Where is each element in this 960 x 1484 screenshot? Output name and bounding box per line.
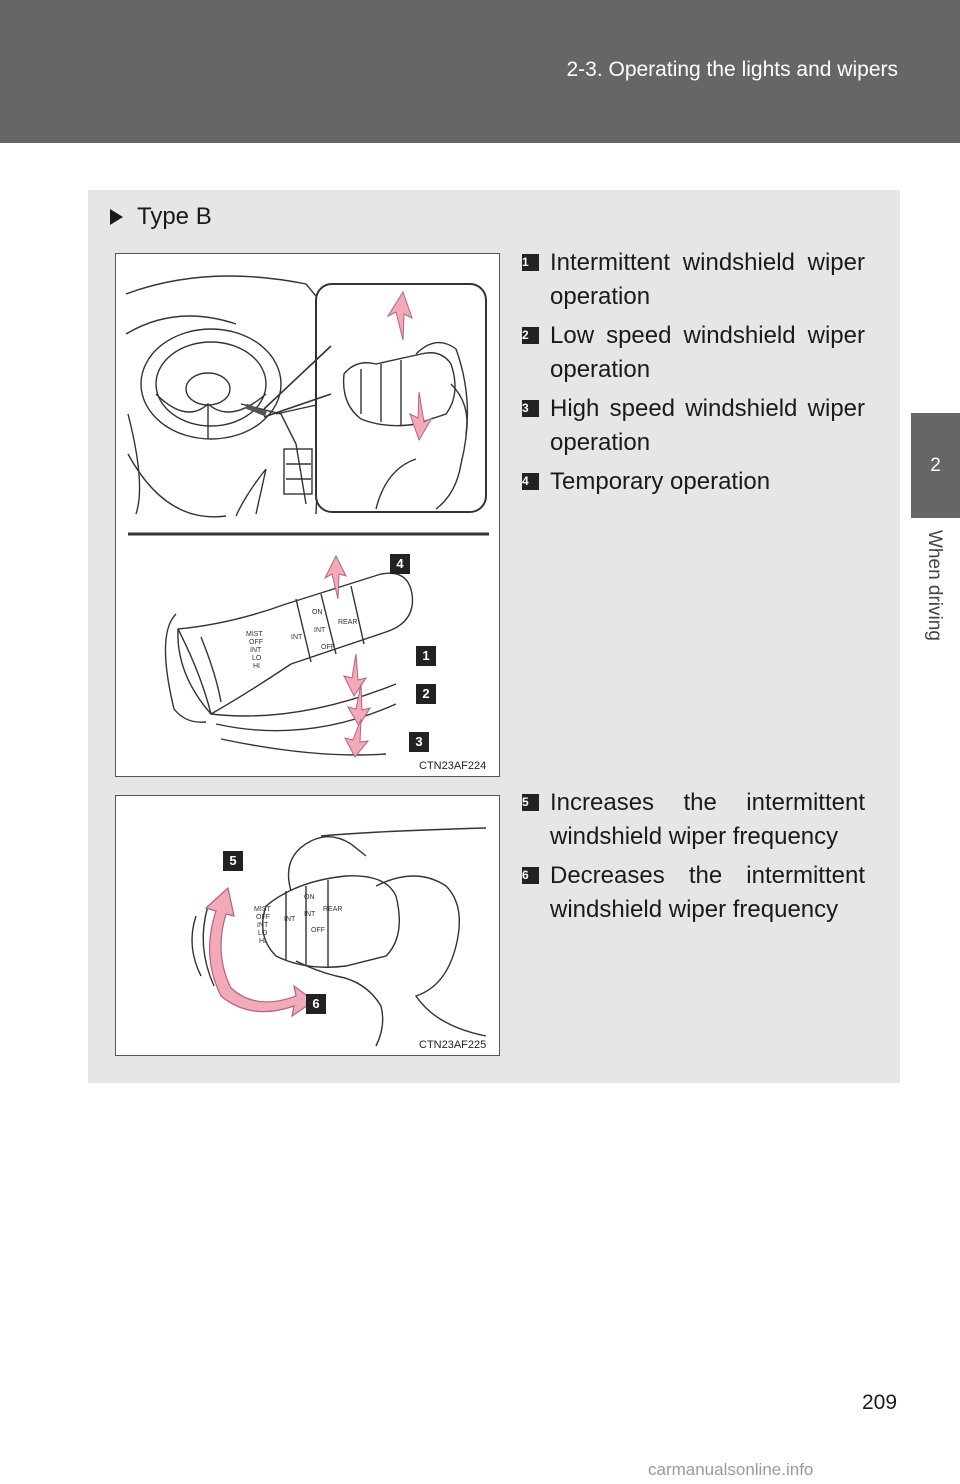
- svg-text:ON: ON: [304, 894, 315, 901]
- item-number: 4: [522, 473, 539, 490]
- type-heading: Type B: [110, 203, 212, 231]
- watermark: carmanualsonline.info: [648, 1460, 814, 1479]
- type-heading-text: Type B: [137, 203, 212, 230]
- svg-text:OFF: OFF: [311, 927, 325, 934]
- list-item: 6 Decreases the intermittent windshield w…: [522, 859, 865, 927]
- svg-text:OFF: OFF: [256, 914, 270, 921]
- chapter-label-text: When driving: [924, 530, 945, 641]
- item-text: Decreases the intermittent windshield wi…: [550, 862, 865, 923]
- list-item: 1 Intermittent windshield wiper operation: [522, 246, 865, 314]
- svg-text:HI: HI: [259, 938, 266, 945]
- chapter-tab-label: When driving: [911, 520, 960, 670]
- svg-text:MIST: MIST: [254, 906, 271, 913]
- callout-6: 6: [306, 994, 326, 1014]
- list-item: 4 Temporary operation: [522, 465, 865, 499]
- page-number: 209: [862, 1391, 898, 1414]
- svg-text:OFF: OFF: [321, 644, 335, 651]
- item-number: 1: [522, 254, 539, 271]
- callout-4: 4: [390, 554, 410, 574]
- triangle-bullet-icon: [110, 209, 123, 225]
- item-number: 2: [522, 327, 539, 344]
- svg-text:INT: INT: [304, 911, 316, 918]
- item-text: High speed windshield wiper operation: [550, 395, 865, 456]
- figure-code: CTN23AF225: [419, 1039, 487, 1051]
- svg-text:HI: HI: [253, 663, 260, 670]
- item-text: Increases the intermittent windshield wi…: [550, 789, 865, 850]
- chapter-tab-number: 2: [911, 413, 960, 518]
- callout-5: 5: [223, 851, 243, 871]
- operation-list-1: 1 Intermittent windshield wiper operation…: [522, 246, 865, 504]
- callout-1: 1: [416, 646, 436, 666]
- svg-text:REAR: REAR: [338, 619, 357, 626]
- svg-text:REAR: REAR: [323, 906, 342, 913]
- operation-list-2: 5 Increases the intermittent windshield w…: [522, 786, 865, 932]
- svg-text:OFF: OFF: [249, 639, 263, 646]
- svg-text:INT: INT: [284, 916, 296, 923]
- svg-text:LO: LO: [258, 930, 268, 937]
- section-title: 2-3. Operating the lights and wipers: [566, 58, 898, 81]
- item-text: Intermittent windshield wiper operation: [550, 249, 865, 310]
- svg-text:LO: LO: [252, 655, 262, 662]
- figure-code: CTN23AF224: [419, 760, 487, 772]
- list-item: 3 High speed windshield wiper operation: [522, 392, 865, 460]
- item-number: 3: [522, 400, 539, 417]
- svg-text:MIST: MIST: [246, 631, 263, 638]
- svg-text:INT: INT: [291, 634, 303, 641]
- item-text: Low speed windshield wiper operation: [550, 322, 865, 383]
- svg-text:INT: INT: [314, 627, 326, 634]
- callout-3: 3: [409, 732, 429, 752]
- svg-text:INT: INT: [250, 647, 262, 654]
- callout-2: 2: [416, 684, 436, 704]
- item-number: 6: [522, 867, 539, 884]
- item-text: Temporary operation: [550, 468, 771, 495]
- item-number: 5: [522, 794, 539, 811]
- page-header: 2-3. Operating the lights and wipers: [0, 0, 960, 143]
- list-item: 5 Increases the intermittent windshield w…: [522, 786, 865, 854]
- svg-text:INT: INT: [257, 922, 269, 929]
- svg-text:ON: ON: [312, 609, 323, 616]
- list-item: 2 Low speed windshield wiper operation: [522, 319, 865, 387]
